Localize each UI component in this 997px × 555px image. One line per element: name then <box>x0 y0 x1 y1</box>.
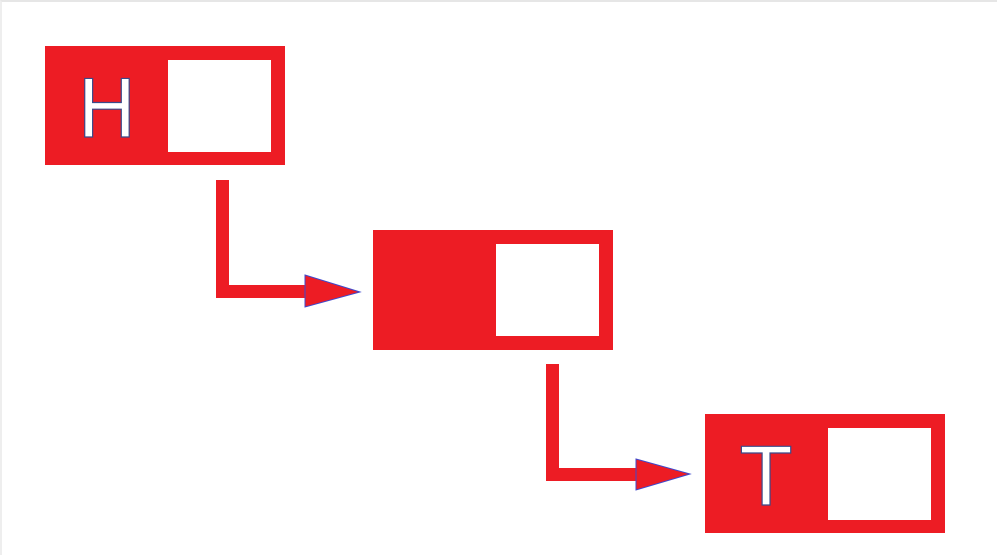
arrow-middle-to-tail <box>546 364 692 491</box>
node-head: H <box>45 46 285 165</box>
node-head-letter: H <box>77 63 137 156</box>
node-head-pointer-field <box>168 60 271 152</box>
node-middle <box>373 230 613 350</box>
node-middle-pointer-field <box>496 244 599 336</box>
node-tail-pointer-field <box>828 428 931 520</box>
node-tail: T <box>705 414 945 533</box>
arrow-head-to-middle-line <box>216 180 305 298</box>
arrow-head-to-middle <box>216 180 362 308</box>
node-tail-letter: T <box>741 431 792 524</box>
arrow-middle-to-tail-line <box>546 364 636 481</box>
arrow-middle-to-tail-tip <box>635 458 692 491</box>
arrow-head-to-middle-tip <box>304 274 362 308</box>
